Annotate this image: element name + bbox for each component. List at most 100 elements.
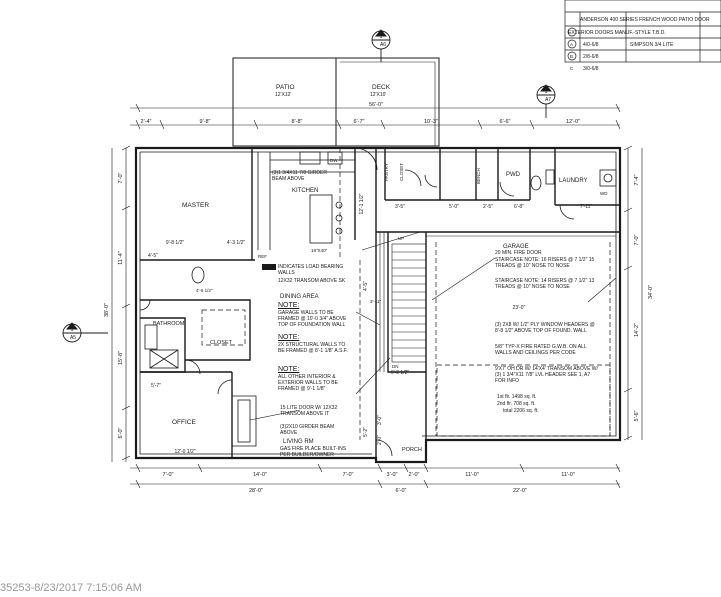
note-garage-door: 20 MIN. FIRE DOOR: [495, 250, 542, 256]
room-laundry: LAUNDRY: [559, 178, 588, 184]
note-load-walls: INDICATES LOAD BEARING WALLS: [278, 264, 344, 276]
dim-int-15: 3'-0": [377, 415, 383, 425]
note2-head: NOTE:: [278, 334, 300, 341]
note-transom: 12X32 TRANSOM ABOVE SK: [278, 278, 346, 284]
dim-bottom2-1: 6'-0": [396, 488, 407, 494]
dashed-beams: [201, 148, 611, 440]
dim-int-8: 7'-11": [580, 204, 593, 210]
schedule-mark-b: B: [570, 54, 573, 59]
dim-bottom-5: 11'-0": [465, 472, 479, 478]
dimension-text: 56'-0" 2'-4" 9'-8" 8'-8" 6'-7" 10'-3" 6'…: [141, 102, 581, 494]
dim-int-6: 5'-0": [449, 204, 459, 210]
dim-top-5: 6'-6": [500, 119, 511, 125]
dim-right-0: 7'-4": [634, 174, 640, 185]
dim-right-1: 7'-0": [634, 234, 640, 245]
schedule-mark-a: A: [570, 42, 573, 47]
door-schedule-table: [564, 0, 721, 63]
interior-dimension-text: 9'-8 1/2" 4'-3 1/2" 4'-5" 5'-7" 12'-0 1/…: [148, 193, 592, 455]
schedule-desc-a: SIMPSON 3/4 LITE: [630, 42, 674, 48]
section-right-num: 1: [545, 89, 548, 95]
dim-int-3: 5'-7": [151, 383, 161, 389]
section-left-sheet: A5: [70, 335, 76, 341]
note-stair2: STAIRCASE NOTE: 14 RISERS @ 7 1/2" 13 TR…: [495, 278, 595, 290]
note-headers: (3) 2X8 W/ 1/2" PLY WINDOW HEADERS @ 8'-…: [495, 322, 595, 334]
note3-head: NOTE:: [278, 366, 300, 373]
room-dining: DINING AREA: [280, 294, 319, 300]
dim-int-4: 12'-0 1/2": [174, 449, 195, 455]
room-office: OFFICE: [172, 419, 196, 426]
note1-head: NOTE:: [278, 302, 300, 309]
fixtures: [139, 147, 617, 457]
section-top-sheet: A6: [380, 42, 386, 48]
dim-int-10: 6'-2 1/2": [391, 370, 410, 376]
key-labels: DW REF WD UP DN 18"X40" 3'-11" 4'-5 1/2": [196, 158, 608, 369]
room-patio: PATIO: [276, 84, 295, 91]
dim-int-13: 2'-5": [483, 204, 493, 210]
dim-bottom-0: 7'-0": [163, 472, 174, 478]
dim-top-6: 12'-0": [566, 119, 580, 125]
schedule-title: ANDERSON 400 SERIES FRENCH WOOD PATIO DO…: [580, 17, 710, 23]
room-closet: CLOSET: [210, 340, 233, 346]
dim-bottom-3: 3'-0": [387, 472, 398, 478]
construction-notes: (3)1 3/4X11 7/8 GIRDER BEAM ABOVE INDICA…: [272, 170, 598, 458]
room-garage: GARAGE: [503, 244, 529, 250]
leader-lines: [249, 231, 617, 421]
dim-bottom-2: 7'-0": [343, 472, 354, 478]
label-dn: DN: [392, 364, 399, 369]
dim-right-3: 5'-6": [634, 410, 640, 421]
label-dw: DW: [330, 158, 338, 163]
dim-left-1: 11'-4": [118, 251, 124, 265]
dim-bottom2-0: 28'-0": [249, 488, 263, 494]
dim-int-12: 4'-5": [363, 281, 369, 291]
dim-int-7: 6'-8": [514, 204, 524, 210]
room-bench: BENCH: [476, 168, 481, 184]
room-labels: PATIO 12'X12' DECK 12'X10' MASTER KITCHE…: [153, 84, 588, 453]
dim-int-1: 4'-3 1/2": [227, 240, 246, 246]
label-3-11: 3'-11": [370, 299, 382, 304]
exterior-walls: [134, 146, 622, 464]
dim-int-16: 2'-0": [377, 435, 383, 445]
section-mark-right: [536, 84, 556, 118]
door-schedule-text: ANDERSON 400 SERIES FRENCH WOOD PATIO DO…: [568, 17, 710, 72]
schedule-size-c: 3/0-6/8: [583, 66, 599, 72]
schedule-row: EXTERIOR DOORS MANUF.-STYLE T.B.D.: [568, 30, 666, 36]
dim-int-14: 5'-2": [363, 427, 369, 437]
note-girder-bottom: (3)2X10 GIRDER BEAM ABOVE: [280, 424, 335, 436]
room-master: MASTER: [182, 202, 209, 209]
dim-top-1: 9'-8": [200, 119, 211, 125]
dimension-text-vertical: 38'-0" 7'-0" 11'-4" 15'-8" 6'-0" 34'-0" …: [104, 172, 654, 438]
dim-top-overall: 56'-0": [369, 102, 383, 108]
note-fireplace: GAS FIRE PLACE BUILT-INS PER BUILDER/OWN…: [280, 446, 347, 458]
dim-top-4: 10'-3": [424, 119, 438, 125]
room-pwd: PWD: [506, 172, 521, 178]
section-mark-top: [371, 29, 391, 62]
section-top-num: 1: [380, 34, 383, 40]
dim-left-overall: 38'-0": [104, 303, 110, 317]
patio-deck-outline: [232, 57, 440, 147]
note-garage-door2: 9'X7' OH DR W/ 14'X4' TRANSOM ABOVE W/ (…: [495, 366, 598, 384]
dim-int-2: 4'-5": [148, 253, 158, 259]
dim-right-2: 14'-2": [634, 323, 640, 337]
dim-bottom2-2: 22'-0": [513, 488, 527, 494]
room-porch: PORCH: [402, 447, 422, 453]
dim-int-11: 12'-1 1/2": [359, 193, 365, 214]
dim-bottom-6: 11'-0": [561, 472, 575, 478]
dimension-lines: [111, 103, 643, 489]
dim-left-3: 6'-0": [118, 427, 124, 438]
dim-int-0: 9'-8 1/2": [166, 240, 185, 246]
label-island: 18"X40": [311, 248, 328, 253]
note-lite-door: 15 LITE DOOR W/ 12X32 TRANSOM ABOVE IT: [280, 405, 338, 417]
dim-bottom-1: 14'-0": [253, 472, 267, 478]
area-total: total 2206 sq. ft.: [503, 408, 539, 414]
area-1st: 1st flr. 1498 sq. ft.: [497, 394, 537, 400]
dim-int-9: 23'-0": [513, 305, 526, 311]
timestamp-watermark: 35253-8/23/2017 7:15:06 AM: [0, 582, 142, 594]
label-4-5: 4'-5 1/2": [196, 288, 213, 293]
note-fire-rated: 5/8" TYP-X FIRE RATED G.W.B. ON ALL WALL…: [495, 344, 587, 356]
note2-text: 2X STRUCTURAL WALLS TO BE FRAMED @ 8'-1 …: [278, 342, 348, 354]
room-bathroom: BATHROOM: [153, 321, 185, 327]
room-closet2: CLOSET: [399, 163, 404, 181]
dim-top-3: 6'-7": [354, 119, 365, 125]
room-living: LIVING RM: [283, 439, 314, 445]
room-pantry: PANTRY: [384, 163, 389, 181]
